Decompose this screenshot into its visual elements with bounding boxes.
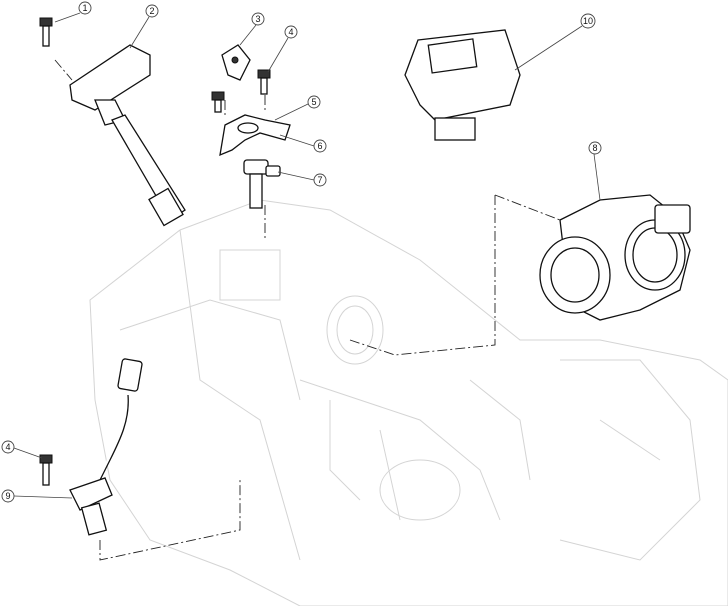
svg-text:7: 7 — [317, 175, 322, 185]
callout-9: 9 — [1, 489, 15, 503]
callout-3: 3 — [251, 12, 265, 26]
injector-bracket[interactable] — [219, 114, 291, 157]
svg-text:9: 9 — [5, 491, 10, 501]
callout-2: 2 — [145, 4, 159, 18]
svg-text:4: 4 — [5, 442, 10, 452]
callout-8: 8 — [588, 141, 602, 155]
svg-text:1: 1 — [82, 3, 87, 13]
throttle-body[interactable] — [539, 194, 691, 321]
svg-text:8: 8 — [592, 143, 597, 153]
sensor-3[interactable] — [221, 44, 251, 81]
ignition-coil[interactable] — [69, 44, 186, 227]
callout-4: 4 — [284, 25, 298, 39]
svg-text:2: 2 — [149, 6, 154, 16]
svg-text:4: 4 — [288, 27, 293, 37]
svg-text:10: 10 — [583, 16, 593, 26]
bolt-1[interactable] — [39, 17, 53, 47]
bolt-4-upper[interactable] — [211, 69, 271, 113]
engine-ghost — [89, 199, 728, 606]
ecu[interactable] — [404, 29, 521, 141]
callout-7: 7 — [313, 173, 327, 187]
callout-5: 5 — [307, 95, 321, 109]
crank-sensor[interactable] — [69, 358, 143, 536]
svg-text:6: 6 — [317, 141, 322, 151]
callout-6: 6 — [313, 139, 327, 153]
assembly-lines — [54, 59, 561, 561]
svg-text:3: 3 — [255, 14, 260, 24]
callout-4-lower: 4 — [1, 440, 15, 454]
callout-10: 10 — [580, 13, 596, 29]
leader-lines — [13, 12, 601, 499]
callout-1: 1 — [78, 1, 92, 15]
bolt-4-lower[interactable] — [39, 454, 53, 486]
svg-text:5: 5 — [311, 97, 316, 107]
fuel-injector[interactable] — [243, 159, 281, 209]
